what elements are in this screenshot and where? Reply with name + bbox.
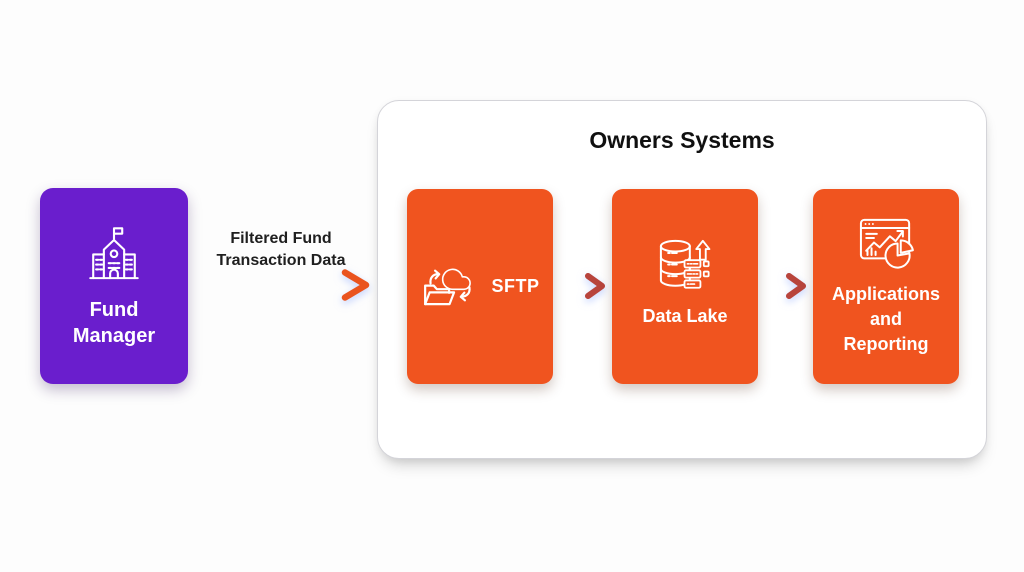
owners-systems-title: Owners Systems bbox=[589, 127, 775, 153]
cloud-folder-sync-icon bbox=[420, 263, 480, 310]
sftp-node: SFTP bbox=[407, 189, 553, 384]
main-flow-arrow bbox=[193, 269, 370, 301]
fund-manager-node: Fund Manager bbox=[40, 188, 188, 384]
bank-building-icon bbox=[85, 224, 143, 282]
analytics-dashboard-icon bbox=[856, 216, 916, 270]
applications-reporting-node: Applications and Reporting bbox=[813, 189, 959, 384]
fund-manager-label: Fund Manager bbox=[72, 298, 156, 347]
connector-arrow-1 bbox=[559, 273, 605, 299]
applications-reporting-label: Applications and Reporting bbox=[831, 284, 940, 354]
data-lake-label: Data Lake bbox=[642, 306, 728, 326]
sftp-label: SFTP bbox=[491, 276, 540, 296]
flow-label: Filtered Fund Transaction Data bbox=[216, 230, 346, 270]
data-lake-node: Data Lake bbox=[612, 189, 758, 384]
connector-arrow-2 bbox=[760, 273, 806, 299]
owners-systems-panel: Owners Systems SFTP bbox=[377, 100, 987, 459]
database-upload-icon bbox=[658, 236, 712, 294]
